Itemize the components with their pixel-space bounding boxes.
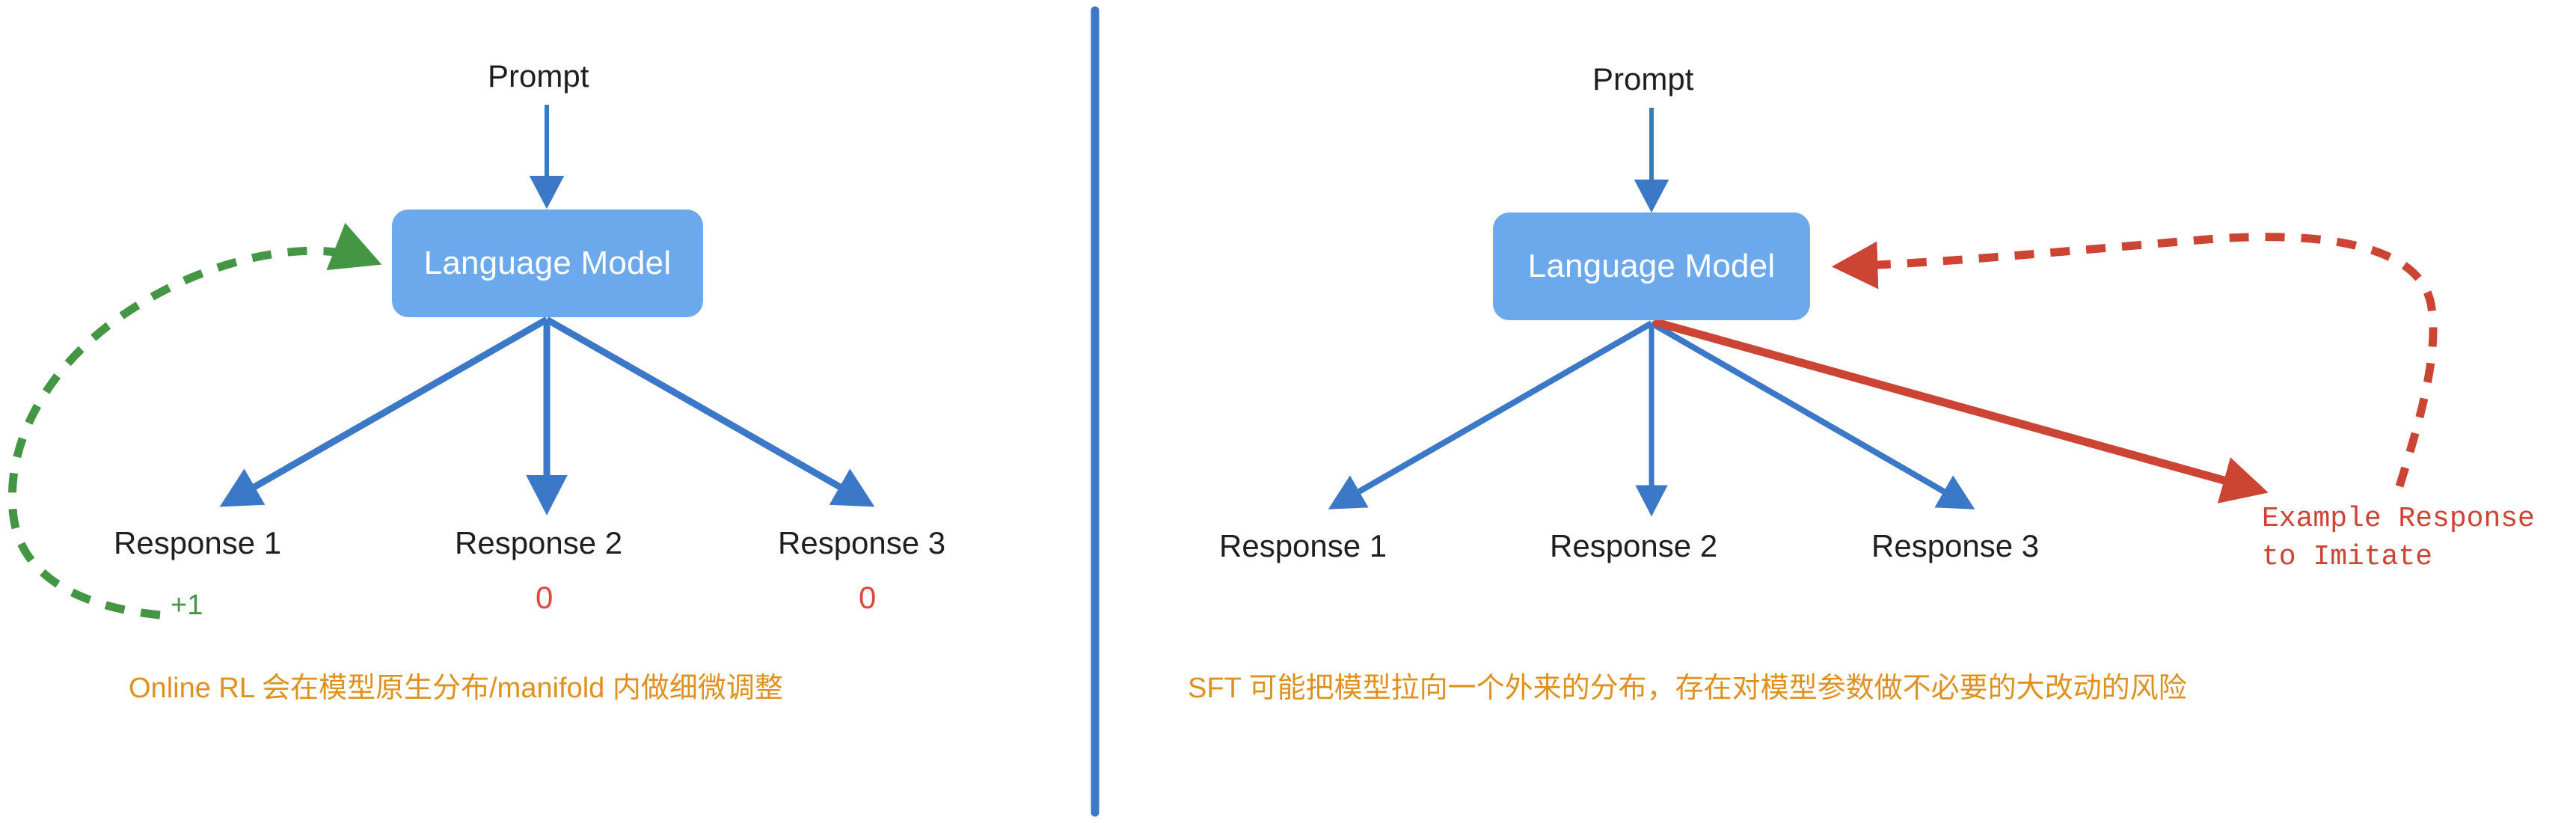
left-panel-caption: Online RL 会在模型原生分布/manifold 内做细微调整 xyxy=(129,673,783,704)
left-output-arrow-1 xyxy=(219,316,549,507)
left-language-model-node[interactable]: Language Model xyxy=(392,209,703,317)
right-external-feedback-arrow xyxy=(1831,233,2438,488)
left-response-3-label: Response 3 xyxy=(778,525,946,560)
left-response-1-label: Response 1 xyxy=(114,525,282,560)
left-response-2-label: Response 2 xyxy=(455,525,623,560)
right-response-3-label: Response 3 xyxy=(1871,528,2040,563)
left-reward-value-2: 0 xyxy=(536,580,553,615)
right-output-arrow-3 xyxy=(1650,320,1975,510)
right-language-model-label: Language Model xyxy=(1527,248,1776,284)
left-output-arrow-3 xyxy=(545,316,875,507)
right-prompt-label: Prompt xyxy=(1592,61,1694,97)
right-example-response-label: Example Response to Imitate xyxy=(2262,503,2535,574)
right-imitation-arrow xyxy=(1652,317,2269,504)
right-output-arrow-1 xyxy=(1328,320,1653,510)
left-reward-value-3: 0 xyxy=(859,580,877,615)
left-reward-value-1: +1 xyxy=(171,590,203,621)
right-response-1-label: Response 1 xyxy=(1219,528,1387,563)
left-prompt-label: Prompt xyxy=(488,58,589,94)
right-language-model-node[interactable]: Language Model xyxy=(1493,212,1810,320)
left-language-model-label: Language Model xyxy=(423,245,672,281)
right-panel-caption: SFT 可能把模型拉向一个外来的分布，存在对模型参数做不必要的大改动的风险 xyxy=(1188,673,2187,704)
right-response-2-label: Response 2 xyxy=(1550,528,1718,563)
